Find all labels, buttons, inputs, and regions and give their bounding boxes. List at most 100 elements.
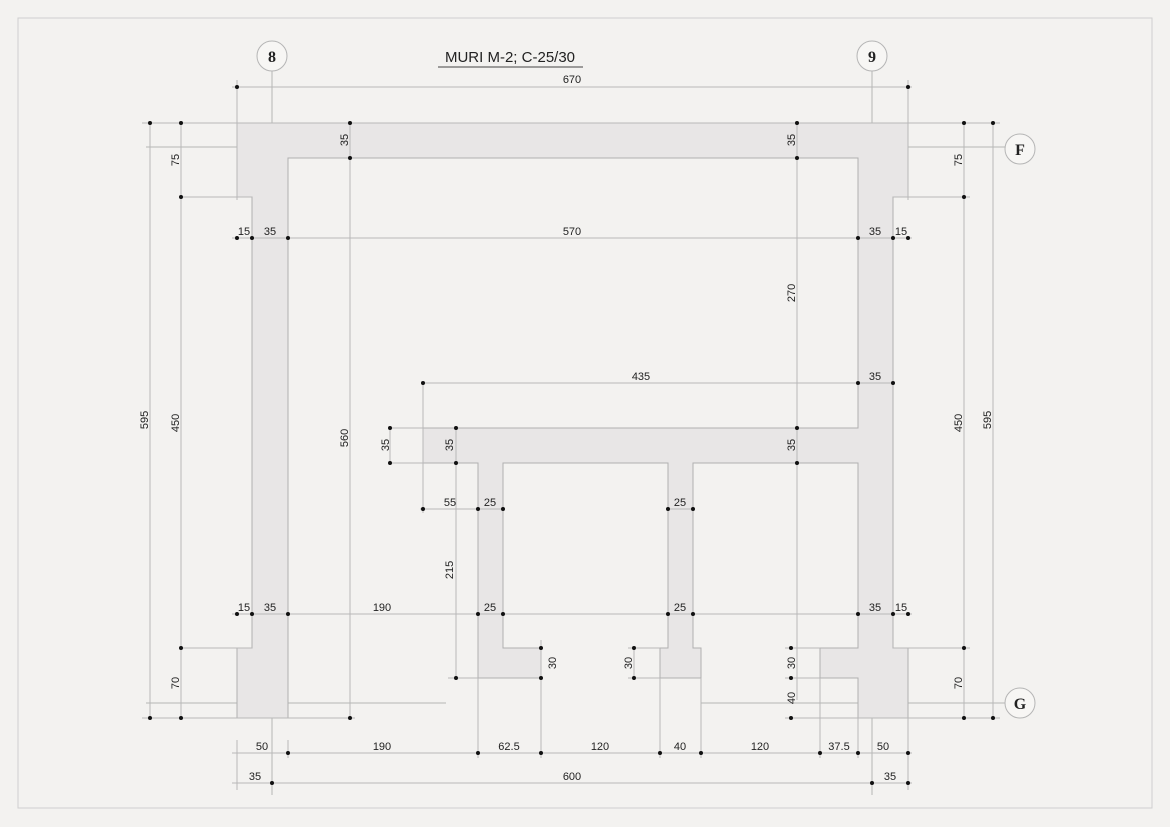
dimension-tick-dot: [856, 751, 860, 755]
dim-label: 215: [444, 561, 456, 579]
drawing-title: MURI M-2; C-25/30: [445, 49, 575, 66]
dimension-tick-dot: [691, 507, 695, 511]
dim-label: 30: [547, 657, 559, 669]
dimension-tick-dot: [454, 461, 458, 465]
axis-label-8: 8: [268, 49, 276, 66]
dimension-tick-dot: [286, 236, 290, 240]
dim-label: 595: [982, 411, 994, 429]
dim-label: 15: [895, 602, 907, 614]
wall-section: [236, 122, 909, 719]
axis-label-G: G: [1014, 696, 1027, 713]
dim-label: 560: [339, 429, 351, 447]
dimension-tick-dot: [870, 781, 874, 785]
dimension-tick-dot: [286, 612, 290, 616]
dim-label: 50: [877, 741, 889, 753]
dimension-tick-dot: [699, 751, 703, 755]
dim-label: 25: [484, 602, 496, 614]
dimension-tick-dot: [991, 121, 995, 125]
horizontal-dimension-labels: 670 15 35 570 35 15 435 35 55 25 25 15 3…: [238, 74, 907, 783]
axis-bubble: [856, 40, 888, 72]
dimension-tick-dot: [795, 461, 799, 465]
dimension-tick-dot: [501, 612, 505, 616]
dimension-tick-dot: [348, 716, 352, 720]
dimension-tick-dot: [388, 461, 392, 465]
dim-label: 190: [373, 602, 391, 614]
dimension-tick-dot: [962, 121, 966, 125]
dimension-tick-dot: [179, 121, 183, 125]
dimension-tick-dot: [235, 612, 239, 616]
dimension-tick-dot: [454, 676, 458, 680]
dimension-tick-dot: [856, 381, 860, 385]
dimension-tick-dot: [789, 676, 793, 680]
dimension-tick-dot: [476, 507, 480, 511]
dim-label: 35: [264, 602, 276, 614]
dimension-tick-dot: [539, 676, 543, 680]
dimension-tick-dot: [348, 121, 352, 125]
dimension-tick-dot: [250, 236, 254, 240]
dim-label: 15: [238, 226, 250, 238]
dim-label: 35: [786, 134, 798, 146]
dim-label: 55: [444, 497, 456, 509]
dimension-tick-dot: [179, 716, 183, 720]
dimension-tick-dot: [388, 426, 392, 430]
grid-axis-G: G: [1004, 687, 1036, 719]
dim-label: 62.5: [498, 741, 519, 753]
dimension-tick-dot: [666, 612, 670, 616]
dim-label: 25: [674, 497, 686, 509]
axis-bubble: [256, 40, 288, 72]
dim-label: 40: [674, 741, 686, 753]
dim-label: 570: [563, 226, 581, 238]
dim-label: 450: [953, 414, 965, 432]
dim-label: 35: [264, 226, 276, 238]
dim-label: 595: [139, 411, 151, 429]
dim-label: 75: [170, 154, 182, 166]
dimension-tick-dot: [962, 716, 966, 720]
dimension-tick-dot: [148, 716, 152, 720]
dimension-tick-dot: [795, 426, 799, 430]
axis-label-9: 9: [868, 49, 876, 66]
dimension-tick-dot: [348, 156, 352, 160]
dim-label: 35: [339, 134, 351, 146]
dimension-tick-dot: [476, 612, 480, 616]
dimension-lines: [142, 80, 1000, 790]
dimension-tick-dot: [632, 676, 636, 680]
grid-axis-8: 8: [256, 40, 288, 72]
axis-bubble: [1004, 687, 1036, 719]
dimension-tick-dot: [454, 426, 458, 430]
dimension-tick-dot: [235, 236, 239, 240]
dimension-tick-dot: [421, 381, 425, 385]
dim-label: 35: [786, 439, 798, 451]
dimension-tick-dot: [179, 646, 183, 650]
grid-axis-9: 9: [856, 40, 888, 72]
dimension-tick-dot: [906, 751, 910, 755]
axis-bubble: [1004, 133, 1036, 165]
drawing-frame: [17, 17, 1153, 809]
dimension-tick-dot: [906, 236, 910, 240]
dimension-tick-dot: [891, 612, 895, 616]
dim-label: 35: [444, 439, 456, 451]
dimension-tick-dot: [632, 646, 636, 650]
dimension-tick-dot: [906, 85, 910, 89]
dimension-tick-dot: [286, 751, 290, 755]
dimension-tick-dot: [250, 612, 254, 616]
dim-label: 600: [563, 771, 581, 783]
dimension-tick-dot: [795, 156, 799, 160]
dimension-tick-dot: [421, 507, 425, 511]
vertical-dimension-labels: 35 35 75 75 595 595 450 450 560 270 35 3…: [139, 134, 994, 704]
dim-label: 70: [953, 677, 965, 689]
dim-label: 35: [380, 439, 392, 451]
dimension-tick-dot: [991, 716, 995, 720]
dim-label: 15: [895, 226, 907, 238]
dimension-tick-dot: [891, 381, 895, 385]
dimension-tick-dot: [501, 507, 505, 511]
dimension-tick-dot: [666, 507, 670, 511]
dimension-tick-dot: [906, 612, 910, 616]
dim-label: 120: [751, 741, 769, 753]
dimension-tick-dot: [539, 751, 543, 755]
dimension-tick-dot: [789, 716, 793, 720]
dimension-tick-dot: [658, 751, 662, 755]
dimension-tick-dot: [795, 121, 799, 125]
dimension-tick-dot: [891, 236, 895, 240]
dim-label: 25: [484, 497, 496, 509]
dim-label: 75: [953, 154, 965, 166]
